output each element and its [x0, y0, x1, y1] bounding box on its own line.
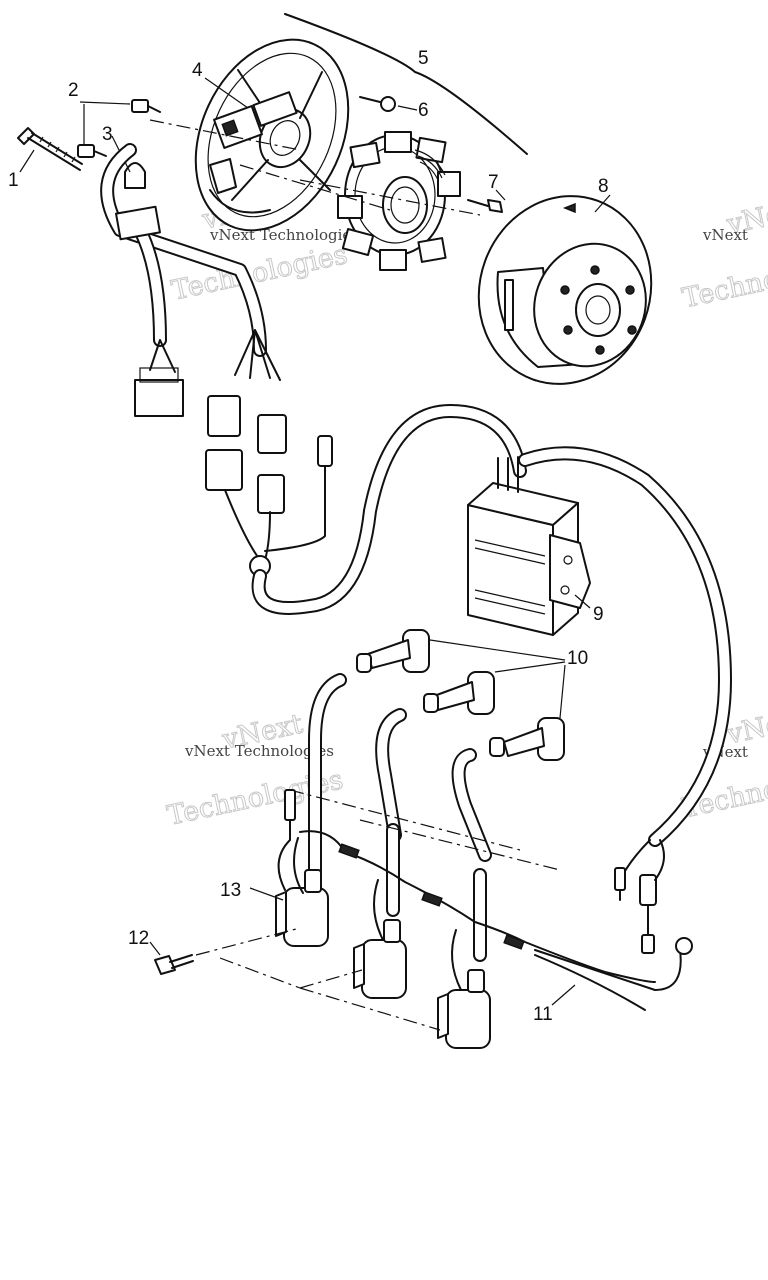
spark-plug-cap-3 [489, 717, 565, 761]
leader-lines [19, 77, 611, 1006]
screw-part-6 [359, 96, 396, 112]
hose-cdi-left [251, 404, 527, 615]
callout-3: 3 [102, 124, 113, 145]
callout-10: 10 [567, 648, 588, 669]
watermark-right-top: vNext Technologies [679, 193, 768, 315]
spark-plug-cap-2 [423, 671, 495, 715]
callout-7: 7 [488, 172, 499, 193]
watermark-right-top-text: vNext [702, 226, 748, 244]
callout-13: 13 [220, 880, 241, 901]
hose-cdi-right [518, 446, 732, 847]
cdi-module-part-9 [467, 456, 591, 636]
stator-part-5 [337, 131, 461, 271]
ignition-coil-1 [275, 869, 329, 947]
callout-8: 8 [598, 176, 609, 197]
watermark-mid-text: vNext Technologies [184, 742, 334, 760]
wire-harness [100, 143, 333, 577]
callout-12: 12 [128, 928, 149, 949]
bolt-part-12 [154, 927, 441, 1031]
watermark-top-text: vNext Technologies [209, 226, 359, 244]
ht-lead-1 [308, 673, 347, 887]
bolt-part-2 [77, 99, 161, 158]
spark-plug-cap-1 [356, 629, 430, 673]
svg-text:Technologies: Technologies [680, 247, 768, 314]
screw-part-1 [17, 127, 83, 171]
callout-2: 2 [68, 80, 79, 101]
ignition-coil-3 [437, 969, 491, 1049]
callout-6: 6 [418, 100, 429, 121]
ht-lead-3 [451, 748, 492, 862]
bracket-part-5 [284, 13, 528, 155]
ignition-coil-2 [353, 919, 407, 999]
callout-11: 11 [533, 1004, 553, 1025]
flywheel-part-8 [477, 195, 653, 385]
ht-lead-2 [375, 708, 407, 842]
callout-9: 9 [593, 604, 604, 625]
screw-part-7 [467, 199, 503, 213]
callout-1: 1 [8, 170, 19, 191]
stator-plate-part-4 [194, 38, 350, 232]
callout-4: 4 [192, 60, 203, 81]
callout-5: 5 [418, 48, 429, 69]
coil-wire-harness-part-11 [277, 789, 693, 1011]
